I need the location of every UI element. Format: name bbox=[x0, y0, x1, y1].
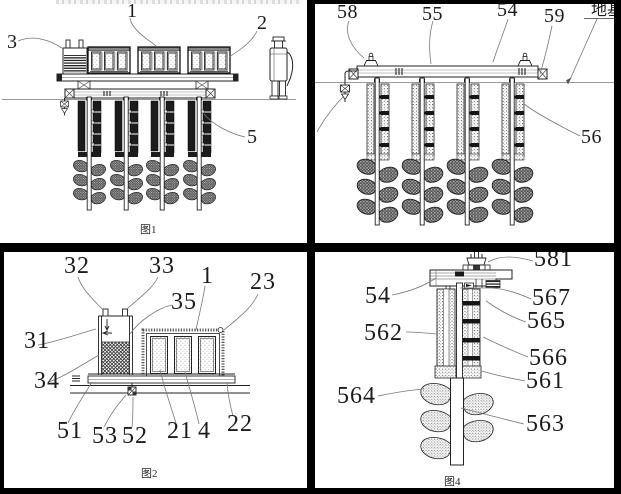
border-top bbox=[307, 0, 621, 4]
fig1-worker-figure bbox=[269, 36, 294, 100]
fig2-ref-label-21: 21 bbox=[167, 418, 193, 444]
fig2-ref-label-34: 34 bbox=[34, 368, 60, 394]
fig1-pile-3 bbox=[146, 97, 178, 210]
fig2-corner-fitting bbox=[217, 327, 224, 333]
fig4d-blade bbox=[420, 437, 452, 460]
fig4d-blade bbox=[420, 383, 452, 406]
fig4o-ref-label-55: 55 bbox=[422, 3, 443, 25]
fig1-container-1 bbox=[87, 46, 131, 74]
fig1-ref-label-2: 2 bbox=[257, 12, 268, 34]
fig2-ref-label-35: 35 bbox=[171, 289, 197, 315]
fig2-tank bbox=[98, 308, 133, 375]
fig2-ref-label-53: 53 bbox=[92, 423, 118, 449]
fig4d-lower-rod bbox=[450, 377, 464, 466]
fig4d-ref-label-561: 561 bbox=[526, 368, 565, 394]
fig4o-pile-4 bbox=[492, 78, 533, 225]
fig1-container-3 bbox=[187, 46, 231, 74]
fig2-ref-label-4: 4 bbox=[198, 418, 211, 444]
fig4d-top-fitting bbox=[462, 250, 491, 272]
fig4d-blade bbox=[462, 393, 494, 416]
fig2-ref-label-51: 51 bbox=[57, 418, 83, 444]
fig4d-leader-lines bbox=[377, 256, 534, 425]
figure2-drawing bbox=[37, 276, 259, 428]
fig4d-ref-label-566: 566 bbox=[529, 345, 568, 371]
fig2-ref-label-32: 32 bbox=[64, 253, 90, 279]
fig4o-pile-2 bbox=[402, 78, 443, 225]
fig4o-ref-label-59: 59 bbox=[544, 5, 565, 27]
fig1-pile-2 bbox=[110, 97, 142, 210]
fig4o-leader-lines bbox=[316, 18, 616, 137]
fig1-ref-label-1: 1 bbox=[127, 0, 138, 22]
divider-horizontal bbox=[0, 243, 621, 252]
fig2-ref-label-31: 31 bbox=[24, 328, 50, 354]
fig1-pile-4 bbox=[183, 97, 215, 210]
fig4d-blade bbox=[420, 410, 452, 433]
fig1-ref-label-3: 3 bbox=[7, 31, 18, 53]
figure4-detail-drawing bbox=[377, 250, 534, 466]
fig4o-ref-label-58: 58 bbox=[337, 1, 358, 23]
fig2-cell-box bbox=[141, 327, 225, 382]
ground-foundation-label: 地基 bbox=[591, 2, 621, 19]
fig4o-beam bbox=[348, 65, 548, 80]
fig4d-ref-label-564: 564 bbox=[337, 383, 376, 409]
figure4-overview-drawing bbox=[315, 18, 616, 226]
fig1-pile-1 bbox=[73, 97, 105, 210]
scan-artifact-band bbox=[56, 0, 302, 4]
fig1-ref-label-5: 5 bbox=[247, 126, 258, 148]
fig4d-ref-label-54: 54 bbox=[365, 283, 391, 309]
fig4d-upper-rod bbox=[456, 282, 463, 379]
fig4d-ref-label-562: 562 bbox=[364, 320, 403, 346]
border-left bbox=[0, 243, 4, 494]
fig4d-bottom-cap-right bbox=[460, 365, 482, 379]
figure1-drawing bbox=[2, 17, 296, 210]
fig1-lower-beam bbox=[64, 88, 216, 99]
fig4d-bracket bbox=[429, 269, 513, 290]
figure4-caption: 图4 bbox=[444, 476, 461, 488]
fig2-ref-label-52: 52 bbox=[122, 423, 148, 449]
fig4o-ref-label-54: 54 bbox=[497, 0, 518, 21]
fig2-ref-label-33: 33 bbox=[149, 253, 175, 279]
fig2-ref-label-1: 1 bbox=[201, 263, 214, 289]
fig4o-ground-arrowhead bbox=[566, 77, 572, 84]
fig2-ref-label-23: 23 bbox=[250, 269, 276, 295]
fig4o-pile-1 bbox=[357, 78, 398, 225]
fig1-leader-lines bbox=[17, 17, 258, 138]
fig1-container-2 bbox=[137, 46, 181, 74]
fig1-hopper bbox=[62, 39, 88, 75]
fig4d-outer-sleeve bbox=[436, 288, 456, 376]
fig4d-ref-label-565: 565 bbox=[527, 308, 566, 334]
figure2-caption: 图2 bbox=[141, 468, 158, 480]
figure1-caption: 图1 bbox=[140, 224, 157, 236]
fig2-drain-valve bbox=[127, 383, 137, 396]
fig4d-bottom-cap-left bbox=[434, 365, 457, 379]
fig4o-pile-3 bbox=[447, 78, 488, 225]
fig4d-blade bbox=[462, 420, 494, 443]
fig4d-inner-column bbox=[460, 288, 481, 374]
fig4d-ref-label-567: 567 bbox=[532, 285, 571, 311]
fig4o-ref-label-56: 56 bbox=[581, 126, 602, 148]
fig2-base-beam bbox=[70, 373, 250, 394]
fig4d-ref-label-563: 563 bbox=[526, 411, 565, 437]
fig2-ref-label-22: 22 bbox=[227, 411, 253, 437]
fig2-leader-lines bbox=[37, 276, 259, 428]
